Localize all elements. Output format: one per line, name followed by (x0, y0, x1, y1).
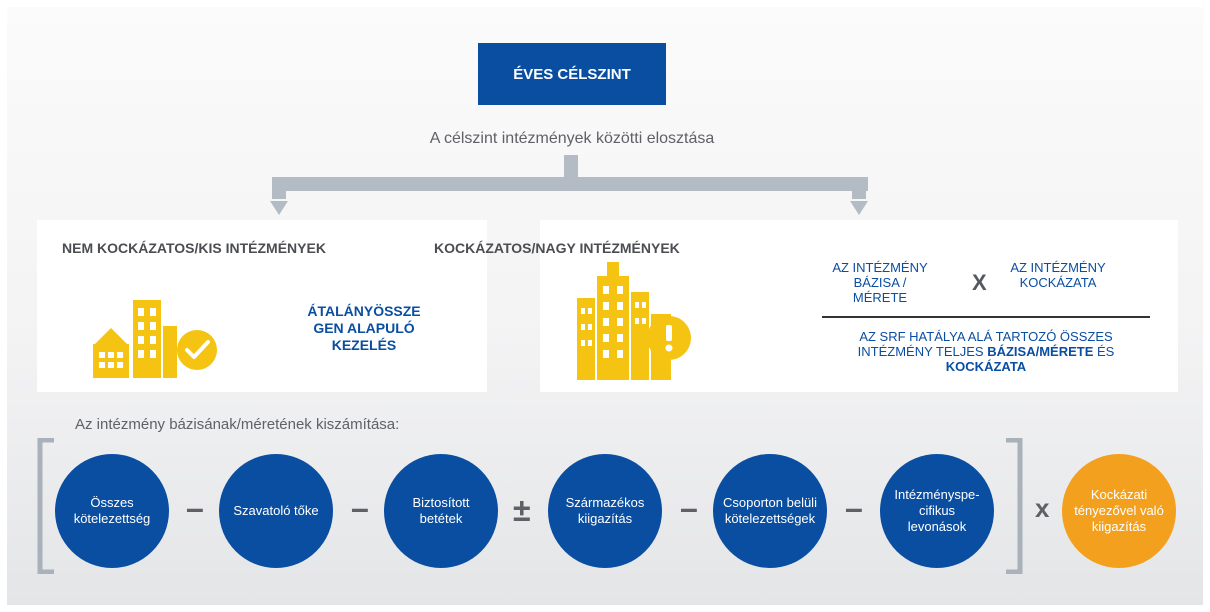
flat-rate-line-1: ÁTALÁNYÖSSZE (307, 303, 421, 319)
fraction-bar (822, 316, 1150, 318)
derivatives-adjustment-circle: Származékos kiigazítás (548, 454, 662, 568)
flat-rate-line-2: GEN ALAPULÓ (313, 320, 415, 336)
connector-left-drop (272, 183, 286, 199)
base-line-1: AZ INTÉZMÉNY (832, 260, 928, 275)
connector-right-drop (852, 183, 866, 199)
small-institutions-panel: NEM KOCKÁZATOS/KIS INTÉZMÉNYEK ÁTALÁNYÖS… (37, 220, 487, 392)
denominator-line-1: AZ SRF HATÁLYA ALÁ TARTOZÓ ÖSSZES (859, 329, 1113, 344)
minus-sign-4: – (845, 490, 863, 526)
large-institutions-panel: AZ INTÉZMÉNY BÁZISA / MÉRETE X AZ INTÉZM… (540, 220, 1178, 392)
risk-adjustment-circle: Kockázati tényezővel való kiigazítás (1062, 454, 1176, 568)
annual-target-title: ÉVES CÉLSZINT (513, 65, 631, 83)
institution-specific-deductions-circle: Intézményspe-cifikus levonások (880, 454, 994, 568)
denominator-line-2-b: BÁZISA/MÉRETE (987, 344, 1094, 359)
right-bracket (1006, 438, 1023, 574)
denominator-line-2-c: ÉS (1093, 344, 1115, 359)
multiply-sign: X (972, 270, 987, 295)
minus-sign-3: – (680, 490, 698, 526)
risk-line-2: KOCKÁZATA (1019, 275, 1097, 290)
flat-rate-label: ÁTALÁNYÖSSZE GEN ALAPULÓ KEZELÉS (299, 303, 429, 354)
base-line-3: MÉRETE (852, 290, 908, 305)
risk-line-1: AZ INTÉZMÉNY (1010, 260, 1106, 275)
large-institutions-title: KOCKÁZATOS/NAGY INTÉZMÉNYEK (434, 240, 680, 256)
small-institutions-title: NEM KOCKÁZATOS/KIS INTÉZMÉNYEK (62, 240, 326, 256)
denominator-line-3: KOCKÁZATA (945, 359, 1027, 374)
own-funds-circle: Szavatoló tőke (219, 454, 333, 568)
annual-target-box: ÉVES CÉLSZINT (478, 43, 666, 105)
minus-sign-1: – (186, 490, 204, 526)
left-bracket (37, 438, 54, 574)
fraction-denominator: AZ SRF HATÁLYA ALÁ TARTOZÓ ÖSSZES INTÉZM… (802, 329, 1170, 374)
buildings-warning-icon (577, 262, 691, 380)
denominator-line-2-a: INTÉZMÉNY TELJES (857, 344, 988, 359)
arrow-right-icon (850, 201, 868, 215)
buildings-check-icon (93, 300, 217, 378)
institution-base-label: AZ INTÉZMÉNY BÁZISA / MÉRETE (820, 260, 940, 305)
institution-risk-label: AZ INTÉZMÉNY KOCKÁZATA (998, 260, 1118, 290)
flat-rate-line-3: KEZELÉS (331, 337, 397, 353)
denominator-line-2: INTÉZMÉNY TELJES BÁZISA/MÉRETE ÉS (802, 344, 1170, 359)
minus-sign-2: – (351, 490, 369, 526)
connector-stem (564, 155, 578, 183)
calculation-label: Az intézmény bázisának/méretének kiszámí… (75, 416, 400, 433)
base-line-2: BÁZISA / (853, 275, 907, 290)
multiply-sign-2: x (1035, 493, 1050, 523)
covered-deposits-circle: Biztosított betétek (384, 454, 498, 568)
plus-minus-sign: ± (513, 492, 531, 528)
intragroup-liabilities-circle: Csoporton belüli kötelezettségek (713, 454, 827, 568)
distribution-caption: A célszint intézmények közötti elosztása (429, 130, 715, 147)
connector-bar (272, 177, 868, 191)
arrow-left-icon (270, 201, 288, 215)
total-liabilities-circle: Összes kötelezettség (55, 454, 169, 568)
